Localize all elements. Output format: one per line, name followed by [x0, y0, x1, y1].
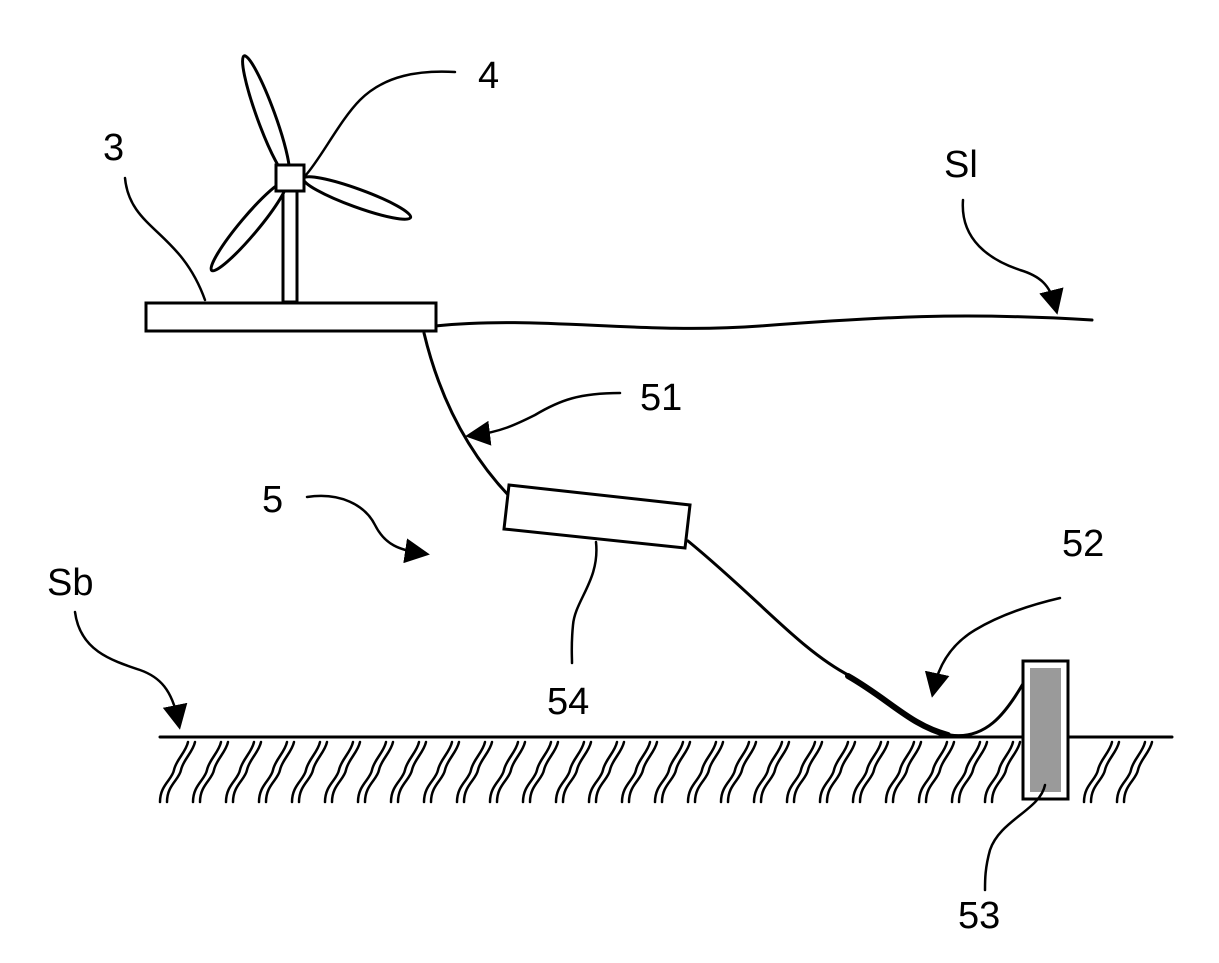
seabed-hatch-stroke: [292, 742, 320, 802]
seabed-hatch-stroke: [530, 742, 558, 802]
seabed-hatch-stroke: [167, 742, 195, 802]
label-platform: 3: [103, 127, 124, 169]
seabed-hatch-stroke: [992, 742, 1020, 802]
seabed-hatch-stroke: [827, 742, 855, 802]
lower-cable-section: [688, 541, 1024, 736]
seabed-hatch-stroke: [233, 742, 261, 802]
seabed-hatch-stroke: [259, 742, 287, 802]
label-sea-level: Sl: [944, 144, 978, 186]
seabed-hatch-stroke: [695, 742, 723, 802]
seabed-hatch-stroke: [523, 742, 551, 802]
turbine-blade-right: [300, 170, 413, 226]
label-buoy: 54: [547, 681, 589, 723]
seabed-hatch-stroke: [1124, 742, 1152, 802]
seabed-hatch-stroke: [398, 742, 426, 802]
seabed-hatch-stroke: [1091, 742, 1119, 802]
cable-touchdown-thick-section: [848, 676, 948, 735]
leader-line-3: [125, 178, 205, 300]
label-seabed: Sb: [47, 562, 93, 604]
seabed-hatch-stroke: [629, 742, 657, 802]
seabed-hatch-stroke: [193, 742, 221, 802]
seabed-hatch-stroke: [959, 742, 987, 802]
turbine-tower: [283, 190, 297, 302]
label-anchor: 53: [958, 895, 1000, 937]
label-mooring-system: 5: [262, 479, 283, 521]
seabed-hatch-stroke: [754, 742, 782, 802]
seabed-hatch-stroke: [358, 742, 386, 802]
leader-line-sl: [963, 200, 1055, 305]
seabed-hatch-stroke: [424, 742, 452, 802]
leader-line-53: [985, 785, 1045, 890]
label-lower-cable: 52: [1062, 523, 1104, 565]
seabed-hatch-stroke: [860, 742, 888, 802]
seabed-hatch-stroke: [662, 742, 690, 802]
seabed-hatch-stroke: [886, 742, 914, 802]
seabed-hatch-stroke: [985, 742, 1013, 802]
seabed-hatch-stroke: [431, 742, 459, 802]
floating-platform: [146, 303, 436, 331]
seabed-hatch-stroke: [721, 742, 749, 802]
seabed-hatch-stroke: [497, 742, 525, 802]
seabed-hatch-stroke: [200, 742, 228, 802]
seabed-hatch-stroke: [464, 742, 492, 802]
seabed-hatch-stroke: [160, 742, 188, 802]
label-turbine: 4: [478, 55, 499, 97]
seabed-hatch-stroke: [794, 742, 822, 802]
seabed-hatch-stroke: [226, 742, 254, 802]
seabed-hatch-stroke: [299, 742, 327, 802]
seabed-hatch-stroke: [596, 742, 624, 802]
seabed-hatch-stroke: [365, 742, 393, 802]
seabed-hatch-stroke: [919, 742, 947, 802]
seabed-hatch-stroke: [761, 742, 789, 802]
anchor-pile-fill: [1030, 668, 1061, 792]
seabed-hatch-stroke: [820, 742, 848, 802]
leader-line-51: [475, 393, 620, 435]
seabed-hatch-stroke: [563, 742, 591, 802]
seabed-hatching: [160, 742, 1152, 802]
upper-cable-section: [424, 333, 510, 497]
seabed-hatch-stroke: [1084, 742, 1112, 802]
leader-line-54: [572, 542, 597, 663]
seabed-hatch-stroke: [332, 742, 360, 802]
seabed-hatch-stroke: [688, 742, 716, 802]
turbine-nacelle: [276, 165, 304, 191]
seabed-hatch-stroke: [787, 742, 815, 802]
seabed-hatch-stroke: [893, 742, 921, 802]
leader-line-4: [305, 72, 455, 176]
seabed-hatch-stroke: [853, 742, 881, 802]
turbine-blade-top: [236, 53, 297, 179]
seabed-hatch-stroke: [952, 742, 980, 802]
leader-line-5: [307, 496, 420, 553]
seabed-hatch-stroke: [556, 742, 584, 802]
seabed-hatch-stroke: [926, 742, 954, 802]
seabed-hatch-stroke: [490, 742, 518, 802]
seabed-hatch-stroke: [655, 742, 683, 802]
seabed-hatch-stroke: [622, 742, 650, 802]
seabed-hatch-stroke: [457, 742, 485, 802]
sea-surface-line: [435, 316, 1092, 328]
seabed-hatch-stroke: [589, 742, 617, 802]
seabed-hatch-stroke: [728, 742, 756, 802]
leader-line-sb: [75, 612, 178, 720]
label-upper-cable: 51: [640, 377, 682, 419]
seabed-hatch-stroke: [1117, 742, 1145, 802]
buoyancy-module: [504, 485, 690, 548]
seabed-hatch-stroke: [391, 742, 419, 802]
seabed-hatch-stroke: [266, 742, 294, 802]
seabed-hatch-stroke: [325, 742, 353, 802]
